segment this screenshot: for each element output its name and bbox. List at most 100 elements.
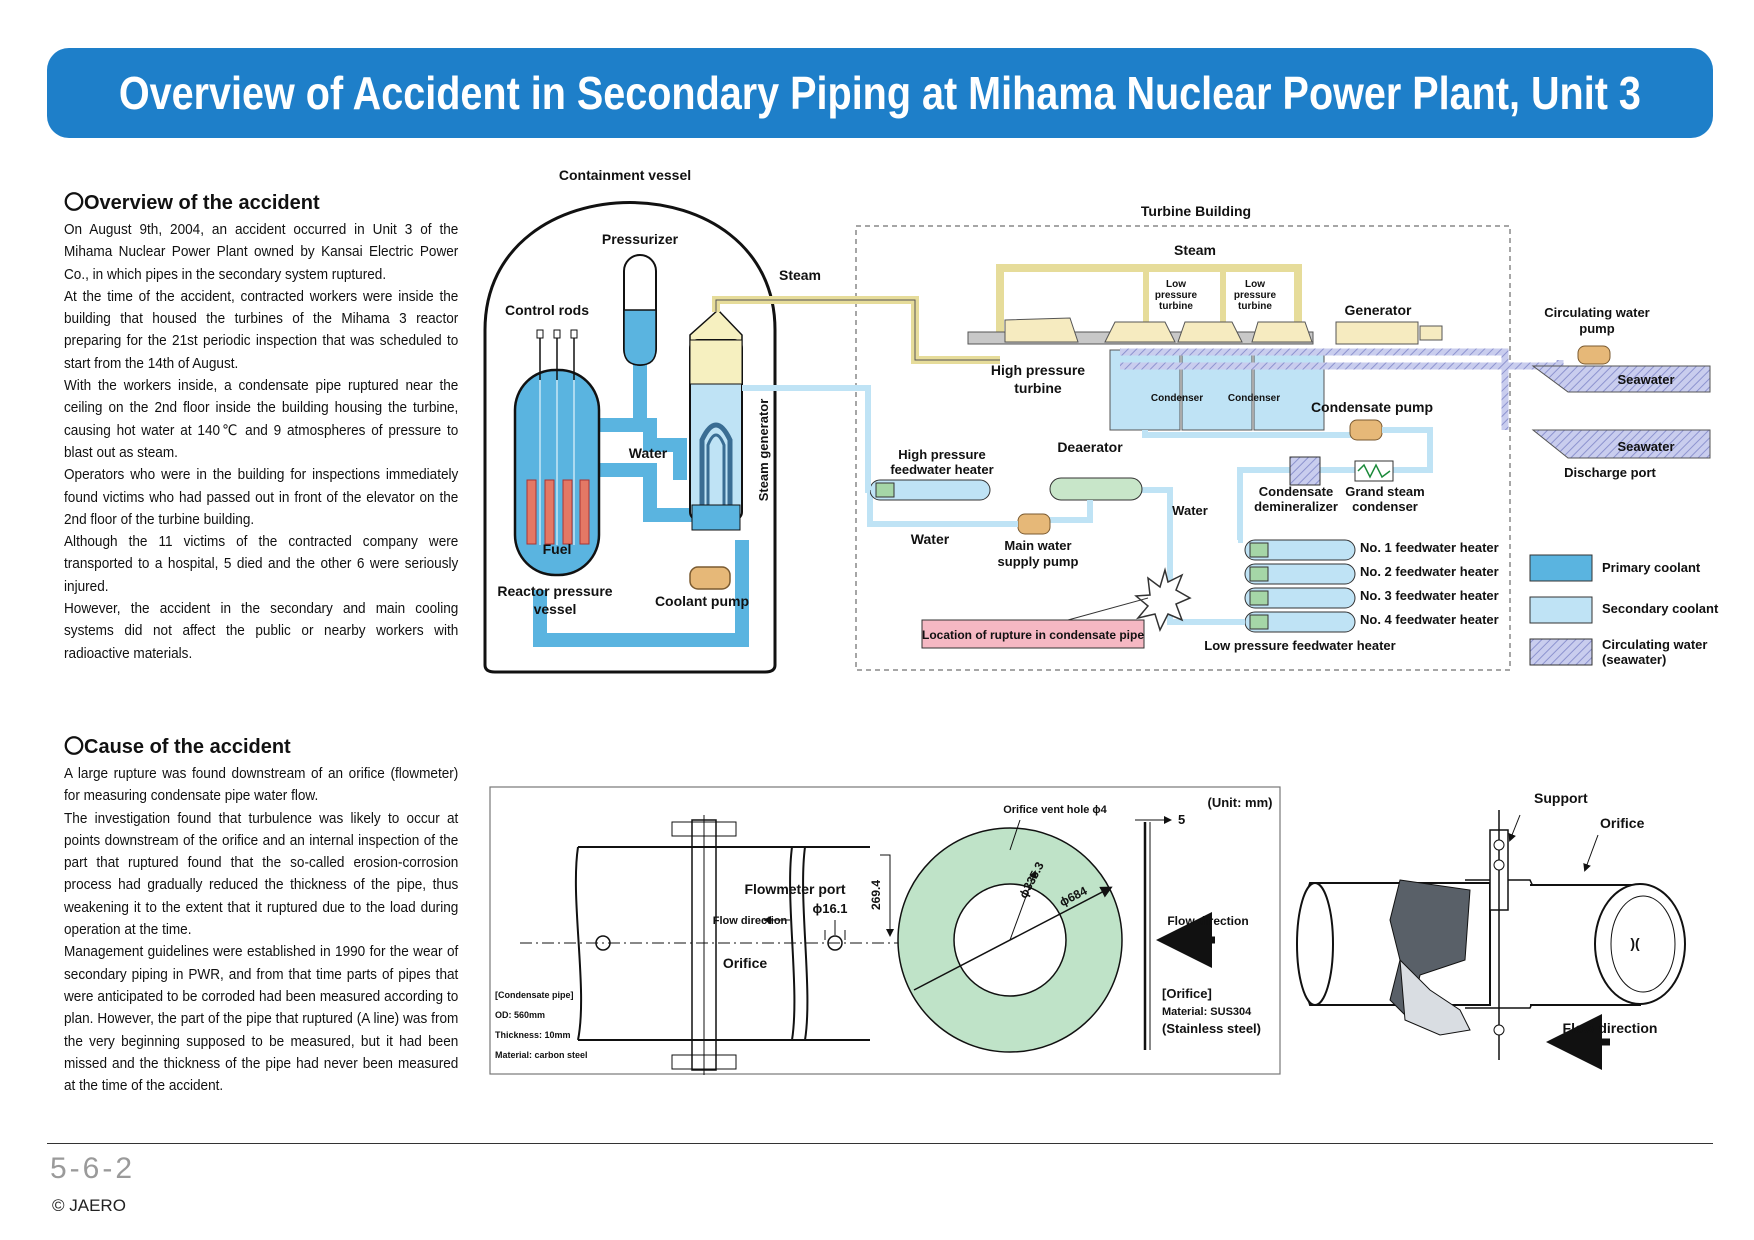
circulating-water-pump xyxy=(1577,345,1611,365)
cause-paragraph: A large rupture was found downstream of … xyxy=(64,766,459,805)
generator xyxy=(1335,321,1419,345)
fuel-label: Fuel xyxy=(543,541,572,557)
five-label: 5 xyxy=(1178,812,1185,827)
fw4-label: No. 4 feedwater heater xyxy=(1360,612,1499,627)
grand-steam-label: Grand steam xyxy=(1345,484,1424,499)
ruptured-pipe-illustration: )( Support Orifice Flow direction xyxy=(1296,790,1686,1070)
deaerator-label: Deaerator xyxy=(1057,439,1123,455)
copyright: © JAERO xyxy=(52,1196,126,1215)
main-water-supply-pump xyxy=(1017,513,1051,535)
overview-heading: 〇Overview of the accident xyxy=(64,192,320,214)
turbine-building-label: Turbine Building xyxy=(1141,203,1251,219)
lp-turbine-label: Low xyxy=(1245,279,1265,290)
water-label-primary: Water xyxy=(629,445,668,461)
pressurizer-label: Pressurizer xyxy=(602,231,679,247)
hp-fw-heater-label: High pressure xyxy=(898,447,985,462)
legend-swatch-primary xyxy=(1529,554,1593,582)
page-number: 5-6-2 xyxy=(50,1152,136,1185)
control-rods-label: Control rods xyxy=(505,302,589,318)
fuel-rod xyxy=(579,479,590,545)
steam-label: Steam xyxy=(779,267,821,283)
dim-2694-label: 269.4 xyxy=(869,880,883,910)
pipe-spec-label: [Condensate pipe] xyxy=(495,990,574,1000)
hp-fw-heater-label: feedwater heater xyxy=(890,462,993,477)
fuel-rod xyxy=(544,479,555,545)
steam-line xyxy=(712,296,1000,364)
main-pump-label: Main water xyxy=(1004,538,1071,553)
lp-turbine-label: Low xyxy=(1166,279,1186,290)
rupture-location-box xyxy=(921,619,1145,649)
fuel-rod xyxy=(562,479,573,545)
footer-divider xyxy=(47,1143,1713,1144)
overview-paragraph: With the workers inside, a condensate pi… xyxy=(64,378,459,461)
condensate-pump xyxy=(1349,419,1383,441)
unit-label: (Unit: mm) xyxy=(1208,795,1273,810)
condenser xyxy=(1109,349,1181,431)
lp-turbine-label: turbine xyxy=(1238,301,1272,312)
pipe-spec-label: Thickness: 10mm xyxy=(495,1030,571,1040)
seawater-label: Seawater xyxy=(1617,372,1674,387)
demin-label: Condensate xyxy=(1259,484,1333,499)
overview-paragraph: Although the 11 victims of the contracte… xyxy=(64,534,459,595)
main-pump-label: supply pump xyxy=(998,554,1079,569)
water-label-condensate: Water xyxy=(1172,503,1208,518)
condenser xyxy=(1181,349,1253,431)
flow-direction-label: Flow direction xyxy=(1167,914,1248,928)
hp-turbine-label: High pressure xyxy=(991,362,1085,378)
low-pressure-turbine xyxy=(1104,321,1176,343)
rpv-label: Reactor pressure xyxy=(497,583,612,599)
turbine-steam-label: Steam xyxy=(1174,242,1216,258)
lp-turbine-label: pressure xyxy=(1234,290,1277,301)
orifice-spec-label: Material: SUS304 xyxy=(1162,1006,1252,1018)
legend-swatch-circulating xyxy=(1529,638,1593,666)
water-label-left: Water xyxy=(911,531,950,547)
deaerator xyxy=(1049,477,1143,501)
fw3-label: No. 3 feedwater heater xyxy=(1360,588,1499,603)
overview-paragraph: However, the accident in the secondary a… xyxy=(64,601,459,662)
legend-swatch-secondary xyxy=(1529,596,1593,624)
orifice-detail-box xyxy=(489,786,1281,1075)
seawater-discharge xyxy=(1531,429,1711,459)
demin-label: demineralizer xyxy=(1254,499,1338,514)
turbine-building-box xyxy=(855,225,1511,671)
lp-turbine-label: turbine xyxy=(1159,301,1193,312)
orifice-label: Orifice xyxy=(723,955,768,971)
pipe-flow-direction-label: Flow direction xyxy=(1563,1020,1658,1036)
overview-paragraph: Operators who were in the building for i… xyxy=(64,467,459,528)
flowmeter-port-label: Flowmeter port xyxy=(744,881,845,897)
discharge-port-label: Discharge port xyxy=(1564,465,1656,480)
hp-turbine-label: turbine xyxy=(1014,380,1062,396)
overview-section: 〇Overview of the accident On August 9th,… xyxy=(64,186,458,665)
vent-hole-label: Orifice vent hole ϕ4 xyxy=(1003,804,1107,816)
fw1-label: No. 1 feedwater heater xyxy=(1360,540,1499,555)
coolant-pump-label: Coolant pump xyxy=(655,593,749,609)
overview-paragraph: On August 9th, 2004, an accident occurre… xyxy=(64,222,459,283)
cause-paragraph: The investigation found that turbulence … xyxy=(64,810,459,939)
orifice-spec-label: [Orifice] xyxy=(1162,986,1212,1001)
support-label: Support xyxy=(1534,790,1588,806)
low-pressure-turbine xyxy=(1251,321,1313,343)
orifice-spec-label: (Stainless steel) xyxy=(1162,1021,1261,1036)
steam-generator-label: Steam generator xyxy=(756,399,771,502)
overview-paragraph: At the time of the accident, contracted … xyxy=(64,288,459,372)
plant-diagram: Containment vessel Turbine Building Fuel… xyxy=(483,167,1711,674)
high-pressure-turbine xyxy=(1004,317,1079,343)
orifice-mark: )( xyxy=(1630,935,1640,951)
legend-label: Circulating water xyxy=(1602,637,1707,652)
rupture-location-label: Location of rupture in condensate pipe xyxy=(922,628,1144,642)
cause-heading: 〇Cause of the accident xyxy=(64,736,291,758)
fw2-label: No. 2 feedwater heater xyxy=(1360,564,1499,579)
low-pressure-turbine xyxy=(1177,321,1243,343)
condenser-label: Condenser xyxy=(1228,393,1280,404)
coolant-pump xyxy=(689,566,731,590)
orifice-detail: (Unit: mm) Orifice vent hole ϕ4 5 Flowme… xyxy=(489,786,1281,1075)
legend-label: Secondary coolant xyxy=(1602,601,1719,616)
lp-feedwater-heaters xyxy=(1244,539,1356,633)
containment-vessel-label: Containment vessel xyxy=(559,167,691,183)
circ-pump-label: Circulating water xyxy=(1544,305,1649,320)
condenser-label: Condenser xyxy=(1151,393,1203,404)
legend-label: (seawater) xyxy=(1602,652,1666,667)
rpv-label: vessel xyxy=(534,601,577,617)
containment-vessel xyxy=(483,201,777,674)
